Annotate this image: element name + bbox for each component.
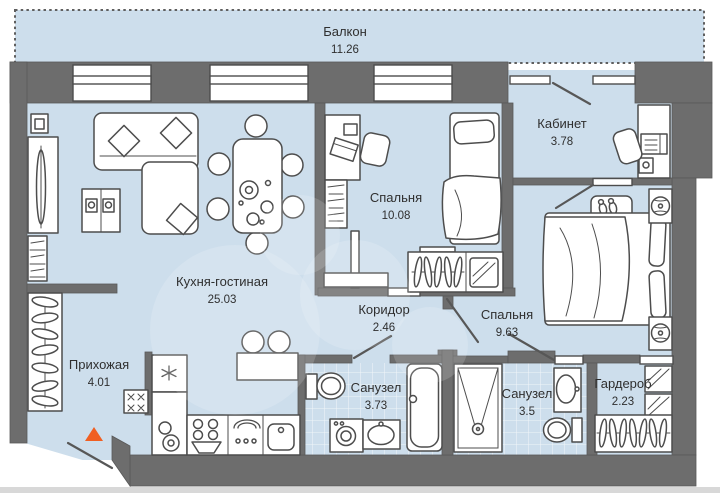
bedroom1-door-leaf [350, 230, 360, 289]
balcony-door-swing [551, 81, 592, 106]
room-area: 2.23 [611, 396, 635, 409]
room-name: Санузел [350, 380, 402, 396]
bathroom2-door [554, 355, 584, 365]
shoe-cabinet [123, 389, 149, 414]
room-label-balcony: Балкон 11.26 [323, 23, 367, 59]
balcony-floor [14, 9, 705, 64]
bedroom1-wardrobe [407, 246, 504, 293]
office-desk [637, 104, 671, 179]
room-area: 3.73 [364, 400, 388, 413]
living-shelf [27, 235, 48, 282]
office-chair [612, 128, 643, 165]
room-name: Санузел [501, 386, 553, 402]
room-area: 10.08 [381, 210, 411, 223]
watermark [150, 195, 468, 415]
room-area: 2.46 [372, 322, 396, 335]
room-label-hallway: Прихожая 4.01 [69, 356, 129, 392]
wardrobe-hanger-rail [594, 414, 673, 453]
hallway-wardrobe [27, 292, 63, 412]
kitchen-sink [267, 423, 295, 451]
balcony-door-frame-left [509, 75, 551, 85]
stove [191, 418, 222, 454]
room-name: Коридор [358, 302, 410, 318]
sofa-pillow [107, 124, 141, 158]
office-door [592, 177, 633, 187]
bar-counter [236, 330, 299, 381]
room-label-corridor: Коридор 2.46 [358, 301, 409, 337]
wardrobe-door [639, 355, 674, 365]
ac-unit-top [648, 188, 673, 224]
page-bottom-strip [0, 487, 720, 493]
room-label-bedroom-2: Спальня 9.63 [481, 306, 533, 342]
room-area: 4.01 [87, 377, 111, 390]
room-label-bathroom-2: Санузел 3.5 [502, 385, 553, 421]
ac-unit-bottom [648, 316, 673, 351]
window-1 [72, 64, 152, 102]
sink-1 [362, 419, 401, 450]
sofa-pillow [159, 116, 193, 150]
window-2 [209, 64, 309, 102]
room-name: Балкон [323, 24, 367, 40]
bathroom1-door-swing [352, 334, 393, 360]
bathroom2-door-swing [507, 332, 556, 362]
game-table [81, 188, 121, 233]
room-area: 9.63 [495, 327, 519, 340]
room-label-office: Кабинет 3.78 [537, 115, 586, 151]
room-name: Гардероб [594, 376, 652, 392]
entrance-outside-cut [18, 441, 130, 486]
bedroom2-door-swing [445, 297, 480, 344]
room-label-bedroom-1: Спальня 10.08 [370, 189, 422, 225]
door-thresholds [387, 75, 674, 365]
bedroom1-console [323, 272, 389, 288]
room-area: 25.03 [207, 294, 237, 307]
washing-machine [329, 418, 364, 453]
room-name: Прихожая [68, 357, 130, 373]
dining-table-set [206, 114, 305, 255]
room-area: 11.26 [331, 44, 359, 57]
window-3 [373, 64, 453, 102]
office-door-swing [554, 183, 595, 210]
sink-2 [553, 367, 582, 413]
room-name: Кухня-гостиная [176, 274, 268, 290]
bedroom1-bed [441, 112, 502, 245]
speaker-box [30, 113, 49, 134]
kitchen-counter [151, 391, 301, 456]
dish-rack [233, 419, 261, 444]
room-label-kitchen-living: Кухня-гостиная 25.03 [176, 273, 268, 309]
entrance-door-swing [66, 441, 114, 470]
bedroom1-shelf [324, 179, 348, 229]
room-label-wardrobe: Гардероб 2.23 [594, 375, 651, 411]
toilet-1 [305, 372, 346, 400]
room-area: 3.78 [550, 136, 574, 149]
sofa-pillow [165, 202, 199, 236]
room-area: 3.5 [519, 406, 535, 419]
shower-cabin [453, 363, 503, 453]
tv-unit [27, 136, 59, 234]
bedroom2-bed [542, 212, 671, 326]
balcony-door-frame-right [592, 75, 636, 85]
windows [72, 64, 453, 102]
toilet-2 [542, 417, 583, 443]
room-name: Спальня [480, 307, 534, 323]
door-swings [66, 81, 595, 470]
room-name: Кабинет [537, 116, 587, 132]
sofa [93, 112, 199, 236]
fridge [151, 354, 188, 393]
entrance-marker [85, 427, 103, 441]
room-label-bathroom-1: Санузел 3.73 [351, 379, 402, 415]
bathtub [406, 363, 443, 452]
room-name: Спальня [369, 190, 423, 206]
